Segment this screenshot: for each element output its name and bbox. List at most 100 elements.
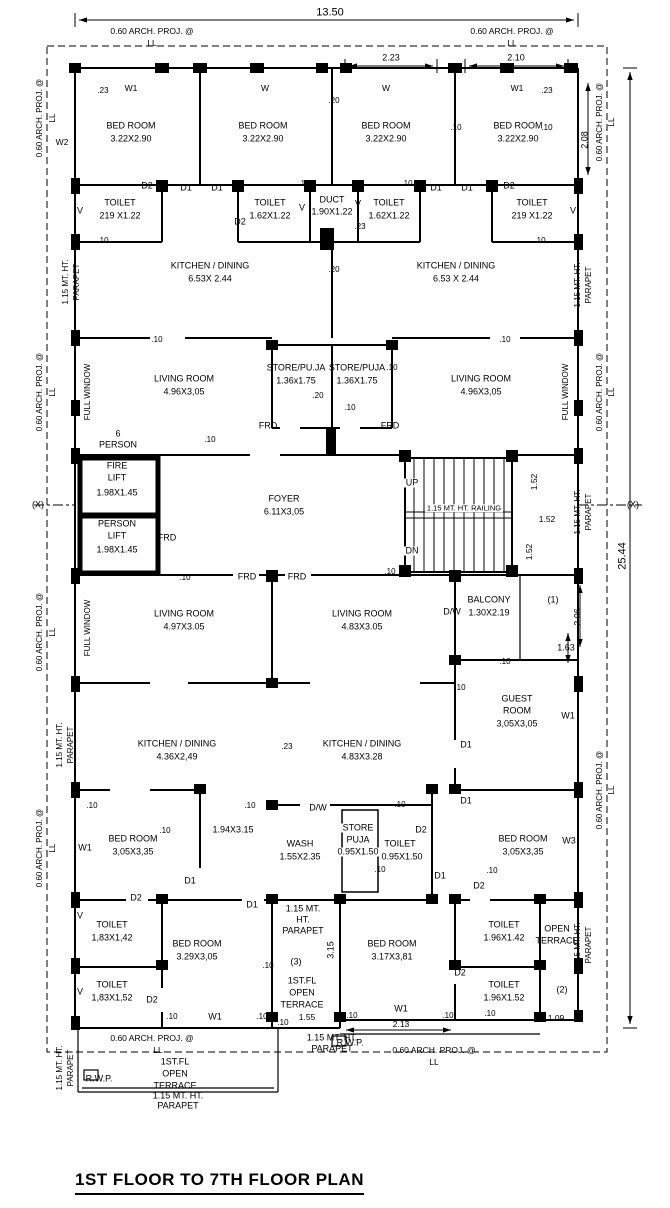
dimension-label: .10	[499, 335, 511, 344]
room-size-label: 3.22X2.90	[242, 133, 284, 144]
room-size-label: 4.97X3.05	[163, 621, 205, 632]
opening-mark-label: D2	[141, 180, 153, 191]
dimension-label: 1.55	[298, 1011, 316, 1022]
opening-mark-label: D1	[461, 182, 473, 193]
opening-mark-label: D2	[415, 824, 427, 835]
room-name-label: PUJA	[344, 834, 372, 845]
room-name-label: BED ROOM	[498, 833, 548, 844]
plan-title: 1ST FLOOR TO 7TH FLOOR PLAN	[75, 1170, 364, 1195]
dimension-label: .10	[86, 801, 98, 810]
annotation-label: 1.15 MT. HT.	[55, 722, 64, 768]
room-name-label: OPEN	[544, 923, 570, 934]
note-label: FRD	[157, 532, 177, 543]
room-name-label: BED ROOM	[106, 120, 156, 131]
room-name-label: KITCHEN / DINING	[416, 260, 496, 271]
room-name-label: TOILET	[384, 838, 416, 849]
opening-mark-label: V	[76, 205, 84, 216]
annotation-label: 1.15 MT. HT.	[573, 489, 582, 535]
room-name-label: LIFT	[107, 530, 127, 541]
note-label: (2)	[556, 984, 568, 995]
dimension-label: 1.63	[557, 642, 575, 653]
room-name-label: OPEN	[289, 987, 315, 998]
dimension-label: .20	[328, 265, 340, 274]
annotation-label: 0.60 ARCH. PROJ. @	[35, 808, 44, 888]
room-size-label: 3,05X3,05	[496, 718, 538, 729]
room-size-label: 1.62X1.22	[249, 210, 291, 221]
room-size-label: 1.96X1.52	[483, 992, 525, 1003]
annotation-label: PARAPET	[157, 1100, 199, 1111]
room-name-label: BED ROOM	[493, 120, 543, 131]
opening-mark-label: D2	[130, 892, 142, 903]
room-size-label: 3,05X3,35	[112, 846, 154, 857]
opening-mark-label: W1	[124, 82, 138, 93]
room-size-label: 3,05X3,35	[502, 846, 544, 857]
annotation-label: 0.60 ARCH. PROJ. @	[470, 25, 554, 36]
room-size-label: 1,83X1,52	[91, 992, 133, 1003]
room-size-label: 1.62X1.22	[368, 210, 410, 221]
annotation-label: 1.15 MT. HT.	[61, 259, 70, 305]
room-size-label: 1.55X2.35	[279, 851, 321, 862]
dimension-label: .10	[277, 1018, 289, 1027]
dimension-label: .23	[281, 742, 293, 751]
rwp-box-2	[331, 1035, 347, 1047]
annotation-label: FULL WINDOW	[83, 599, 92, 657]
opening-mark-label: D1	[434, 870, 446, 881]
dimension-label: .10	[244, 801, 256, 810]
note-label: 6	[115, 428, 121, 439]
room-name-label: BED ROOM	[108, 833, 158, 844]
annotation-label: LL	[48, 843, 57, 853]
dimension-label: 13.50	[316, 6, 344, 19]
annotation-label: LL	[607, 387, 616, 397]
room-name-label: BED ROOM	[367, 938, 417, 949]
room-size-label: 219 X1.22	[99, 210, 141, 221]
annotation-label: PARAPET	[66, 726, 75, 764]
room-name-label: 1ST.FL	[160, 1056, 190, 1067]
dimension-label: 1.52	[528, 473, 539, 491]
dimension-label: .10	[256, 1012, 268, 1021]
opening-mark-label: V	[569, 205, 577, 216]
opening-mark-label: W1	[510, 82, 524, 93]
room-size-label: 1.98X1.45	[96, 487, 138, 498]
room-name-label: TOILET	[488, 979, 520, 990]
opening-mark-label: W1	[394, 1003, 408, 1014]
room-size-label: 6.53 X 2.44	[432, 273, 480, 284]
note-label: R.W.P.	[336, 1037, 364, 1048]
annotation-label: 0.60 ARCH. PROJ. @	[35, 352, 44, 432]
room-size-label: 0.95X1.50	[335, 846, 381, 857]
room-name-label: GUEST	[501, 693, 533, 704]
dimension-label: .10	[204, 435, 216, 444]
room-name-label: 1ST.FL	[287, 975, 317, 986]
opening-mark-label: V	[76, 986, 84, 997]
room-name-label: DUCT	[319, 194, 345, 205]
dimension-label: 1.52	[523, 543, 534, 561]
annotation-label: 0.60 ARCH. PROJ. @	[35, 78, 44, 158]
annotation-label: PARAPET	[282, 925, 324, 936]
annotation-label: 0.60 ARCH. PROJ. @	[595, 352, 604, 432]
dimension-label: .10	[179, 573, 191, 582]
lift-shafts	[77, 455, 161, 576]
annotation-label: 0.60 ARCH. PROJ. @	[595, 750, 604, 830]
dimension-label: .20	[312, 391, 324, 400]
dimension-label: .10	[442, 1011, 454, 1020]
dimension-label: 1.52	[538, 513, 556, 524]
room-name-label: PERSON	[97, 518, 137, 529]
annotation-label: 1.15 MT. HT.	[55, 1045, 64, 1091]
opening-mark-label: D1	[211, 182, 223, 193]
room-name-label: LIVING ROOM	[450, 373, 512, 384]
room-size-label: 1.94X3.15	[212, 824, 254, 835]
room-size-label: 1.36X1.75	[336, 375, 378, 386]
opening-mark-label: V	[76, 910, 84, 921]
opening-mark-label: W1	[561, 710, 575, 721]
dimension-label: .10	[344, 403, 356, 412]
annotation-label: 0.60 ARCH. PROJ. @	[110, 25, 194, 36]
dimension-label: .10	[298, 179, 310, 188]
room-size-label: 3.17X3,81	[371, 951, 413, 962]
room-name-label: LIFT	[107, 472, 127, 483]
room-name-label: TERRACE	[535, 935, 579, 946]
room-size-label: 1.98X1.45	[96, 544, 138, 555]
annotation-label: PARAPET	[72, 263, 81, 301]
opening-mark-label: W2	[55, 136, 69, 147]
room-name-label: BED ROOM	[172, 938, 222, 949]
dimension-label: .10	[484, 1009, 496, 1018]
